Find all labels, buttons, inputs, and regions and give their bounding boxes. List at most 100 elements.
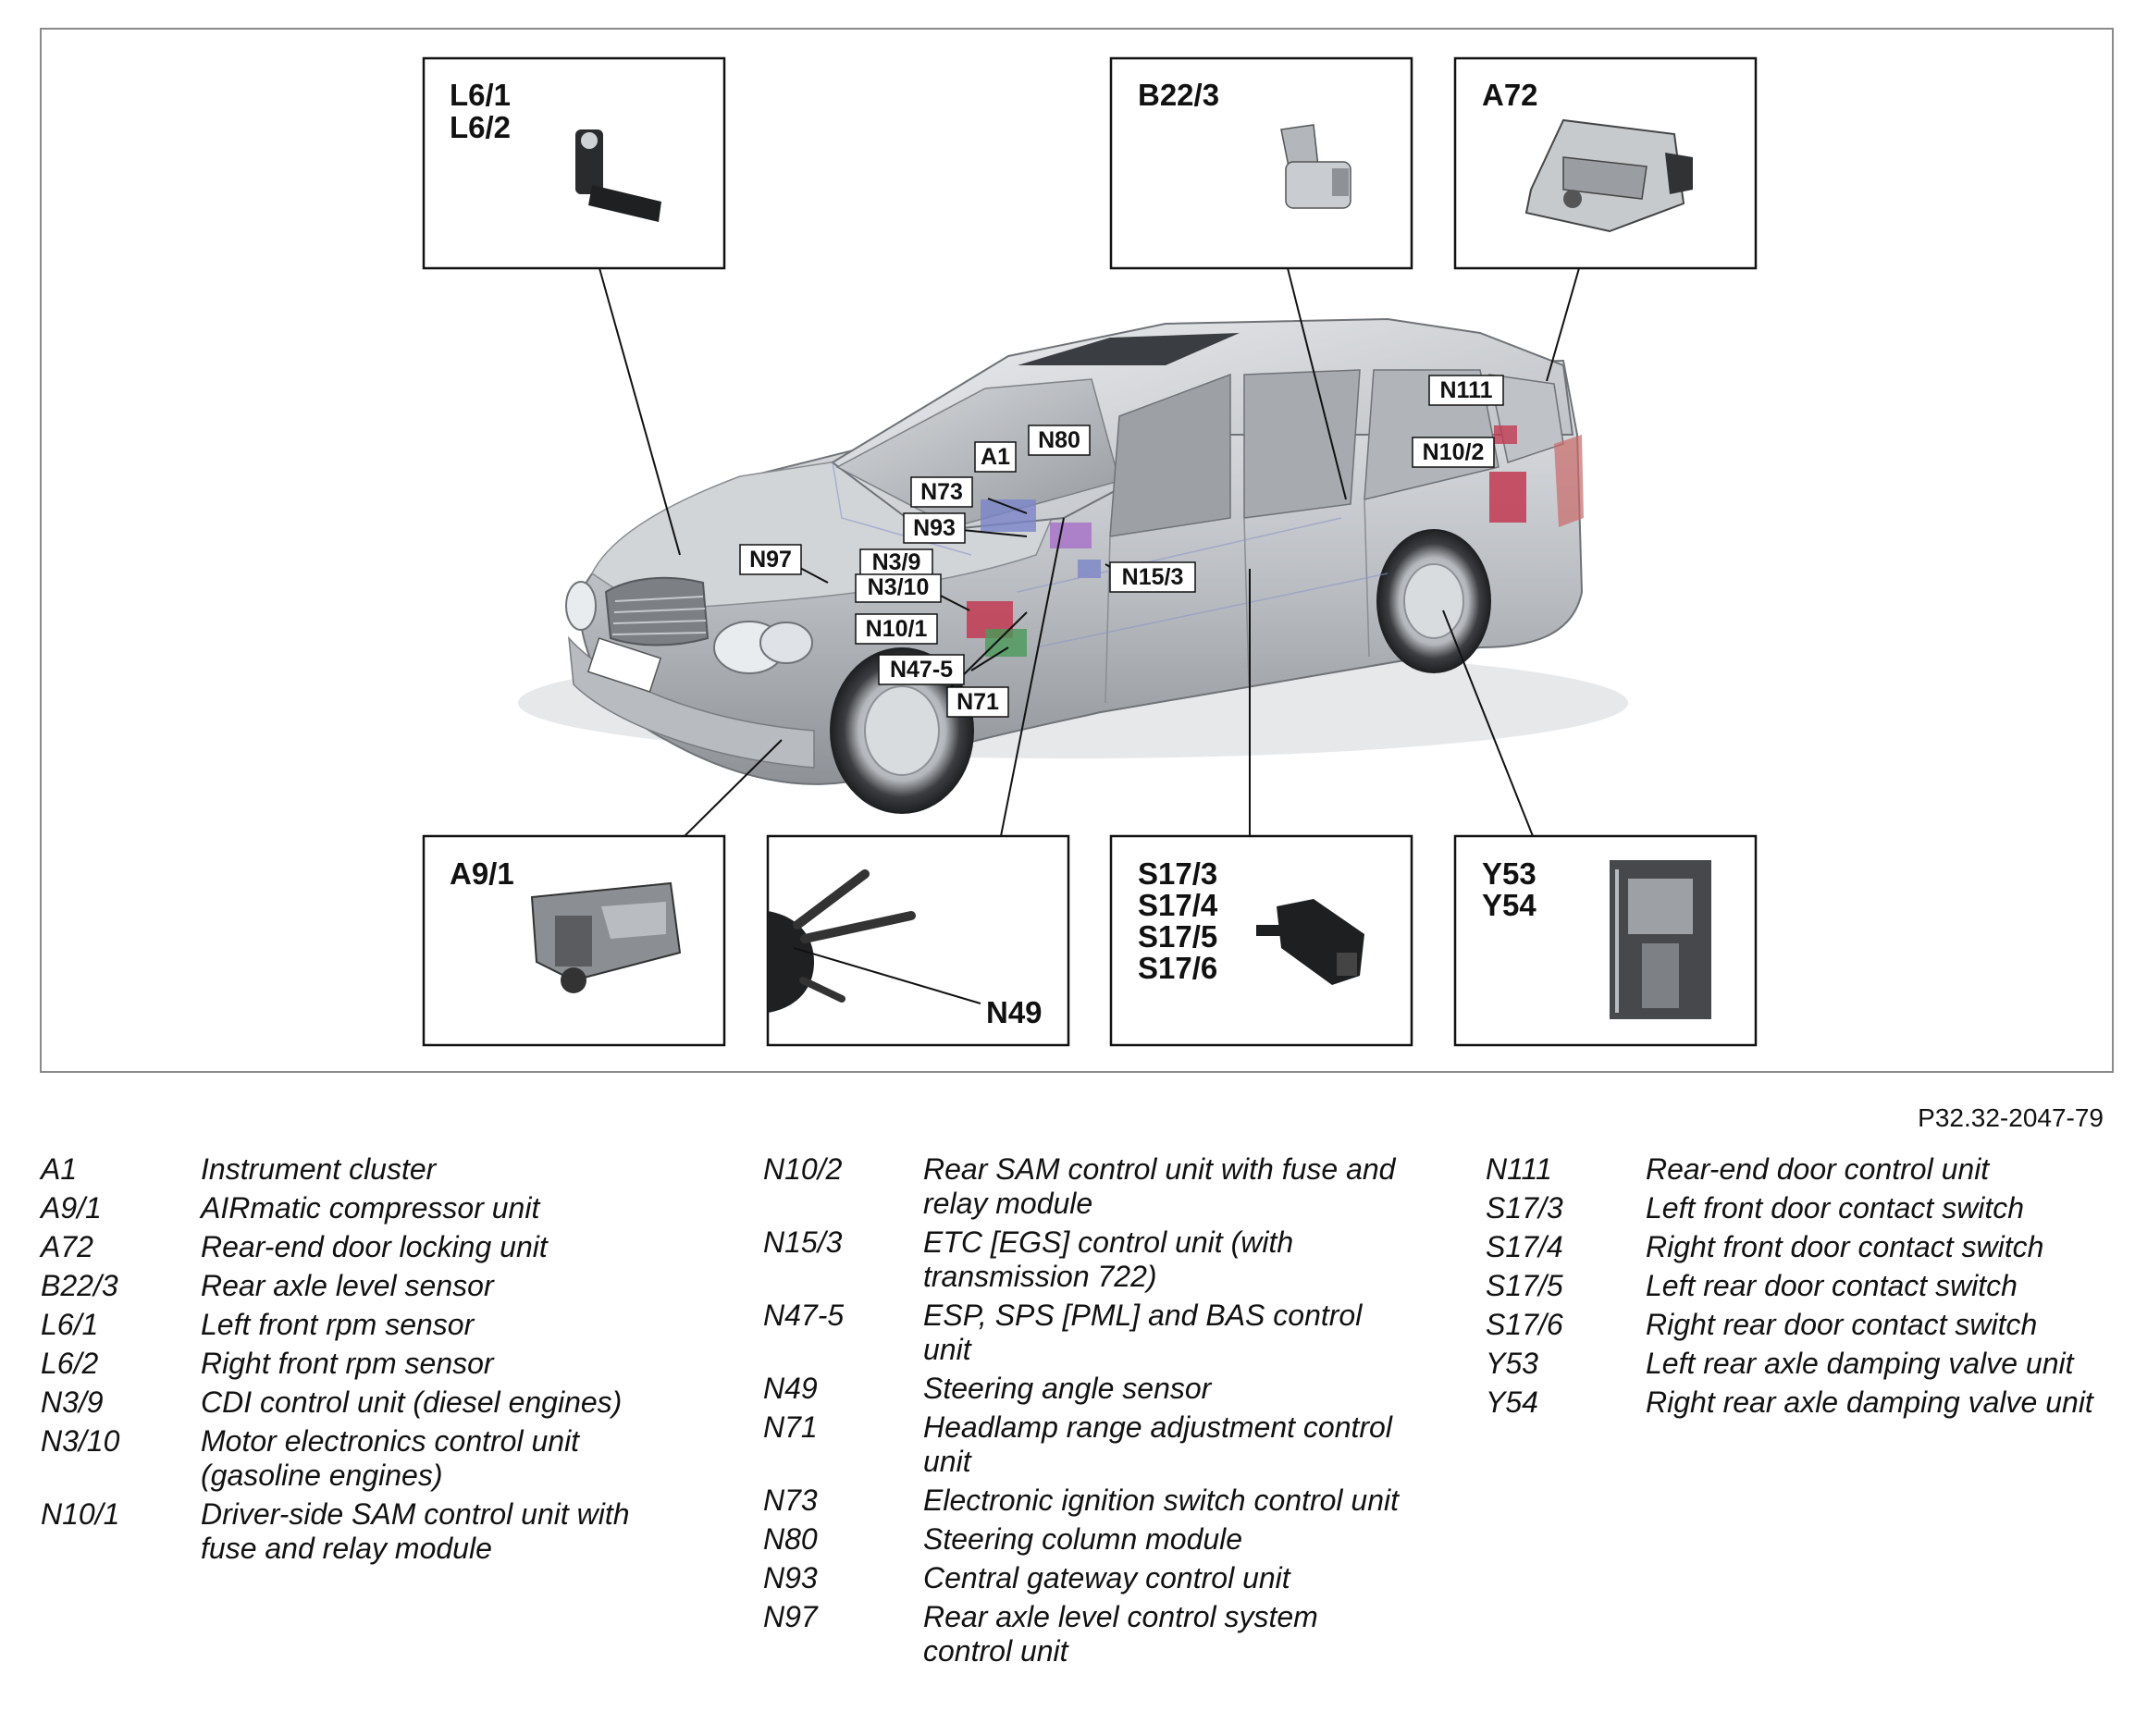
legend-code: N97 bbox=[763, 1600, 818, 1633]
legend-description: Left rear axle damping valve unit bbox=[1646, 1347, 2074, 1380]
car-tag: N15/3 bbox=[1109, 561, 1196, 593]
legend-row: S17/6 Right rear door contact switch bbox=[1486, 1308, 2115, 1342]
legend-description: ETC [EGS] control unit (with transmissio… bbox=[923, 1225, 1294, 1293]
legend-description: Left front door contact switch bbox=[1646, 1191, 2025, 1225]
car-tag-box bbox=[1412, 437, 1495, 468]
legend-description: Rear axle level sensor bbox=[201, 1269, 494, 1302]
legend-description: Motor electronics control unit (gasoline… bbox=[201, 1424, 580, 1492]
legend-description: Right front rpm sensor bbox=[201, 1347, 494, 1380]
car-tag-label: N47-5 bbox=[890, 657, 953, 683]
car-tag-label: A1 bbox=[981, 444, 1010, 470]
level-sensor-icon bbox=[1280, 124, 1351, 209]
legend-code: L6/1 bbox=[41, 1308, 99, 1341]
legend-description: Central gateway control unit bbox=[923, 1561, 1290, 1594]
car-tag: A1 bbox=[974, 441, 1017, 473]
legend-row: N71 Headlamp range adjustment control uni… bbox=[763, 1410, 1411, 1479]
inset-label-line: A72 bbox=[1482, 78, 1538, 112]
inset-label-line: S17/6 bbox=[1138, 951, 1217, 985]
inset-level-sensor: B22/3 bbox=[1109, 56, 1413, 270]
rpm-sensor-icon bbox=[575, 129, 661, 222]
legend-row: Y53 Left rear axle damping valve unit bbox=[1486, 1347, 2115, 1381]
leader-lines bbox=[599, 267, 1580, 837]
inset-label-line: Y53 bbox=[1482, 856, 1536, 891]
car-tag-label: N111 bbox=[1439, 377, 1492, 403]
car-tag-box bbox=[910, 476, 973, 508]
car-tag: N111 bbox=[1428, 375, 1504, 406]
legend-description: Right front door contact switch bbox=[1646, 1230, 2044, 1263]
inset-label-line: L6/2 bbox=[450, 110, 511, 144]
legend-code: S17/6 bbox=[1486, 1308, 1563, 1341]
inset-label-line: S17/4 bbox=[1138, 888, 1218, 922]
car-tag-box bbox=[878, 654, 965, 685]
damping-valve-icon bbox=[1610, 860, 1711, 1019]
legend-description: AIRmatic compressor unit bbox=[201, 1191, 540, 1225]
legend-code: A1 bbox=[41, 1152, 78, 1186]
inset-label-line: B22/3 bbox=[1138, 78, 1219, 112]
car-tag-label: N10/2 bbox=[1423, 439, 1485, 465]
car-tag: N97 bbox=[739, 544, 802, 575]
car-tag-label: N73 bbox=[920, 479, 963, 505]
inset-label-line: L6/1 bbox=[450, 78, 511, 112]
inset-rpm-sensor: L6/1 L6/2 bbox=[422, 56, 726, 270]
legend-description: CDI control unit (diesel engines) bbox=[201, 1385, 623, 1419]
legend-row: N10/1 Driver-side SAM control unit with f… bbox=[41, 1497, 688, 1566]
legend-code: N93 bbox=[763, 1561, 818, 1594]
legend-description: Rear-end door control unit bbox=[1646, 1152, 1990, 1186]
car-tag-box bbox=[855, 573, 942, 603]
legend-description: Steering angle sensor bbox=[923, 1372, 1212, 1405]
car-tag: N10/1 bbox=[855, 613, 938, 645]
legend-row: B22/3 Rear axle level sensor bbox=[41, 1269, 688, 1303]
legend-code: S17/4 bbox=[1486, 1230, 1563, 1263]
car-tag: N3/10 bbox=[855, 573, 942, 603]
car-tag-box bbox=[903, 512, 966, 544]
legend-description: Rear-end door locking unit bbox=[201, 1230, 548, 1263]
legend-code: N71 bbox=[763, 1410, 818, 1444]
legend-description: Rear SAM control unit with fuse and rela… bbox=[923, 1152, 1396, 1220]
car-tag: N10/2 bbox=[1412, 437, 1495, 468]
legend-code: N3/9 bbox=[41, 1385, 104, 1419]
legend-description: Headlamp range adjustment control unit bbox=[923, 1410, 1392, 1478]
car-tag-box bbox=[1109, 561, 1196, 593]
legend-code: S17/3 bbox=[1486, 1191, 1563, 1225]
car-illustration bbox=[518, 317, 1628, 814]
legend-code: N10/1 bbox=[41, 1497, 120, 1531]
car-tag-label: N15/3 bbox=[1122, 564, 1184, 590]
inset-door-contact: S17/3 S17/4 S17/5 S17/6 bbox=[1109, 834, 1413, 1047]
car-tag-box bbox=[739, 544, 802, 575]
figure-reference: P32.32-2047-79 bbox=[1918, 1103, 2104, 1132]
door-lock-unit-icon bbox=[1524, 118, 1693, 233]
car-tag-label: N80 bbox=[1038, 427, 1080, 453]
inset-door-lock: A72 bbox=[1453, 56, 1758, 270]
legend-description: Left rear door contact switch bbox=[1646, 1269, 2018, 1302]
legend-code: N47-5 bbox=[763, 1299, 845, 1332]
legend-description: Driver-side SAM control unit with fuse a… bbox=[201, 1497, 630, 1565]
inset-label-line: Y54 bbox=[1482, 888, 1536, 922]
car-tag-label: N71 bbox=[956, 689, 999, 715]
legend-description: Steering column module bbox=[923, 1522, 1243, 1556]
legend-code: B22/3 bbox=[41, 1269, 118, 1302]
legend-code: Y53 bbox=[1486, 1347, 1538, 1380]
legend-row: N93 Central gateway control unit bbox=[763, 1561, 1411, 1595]
legend-description: Right rear door contact switch bbox=[1646, 1308, 2038, 1341]
compressor-unit-icon bbox=[530, 881, 682, 993]
car-tag-label: N3/9 bbox=[872, 549, 921, 575]
car-tag: N3/9 bbox=[859, 548, 933, 578]
inset-label-line: N49 bbox=[986, 995, 1043, 1029]
door-contact-switch-icon bbox=[1256, 899, 1364, 985]
legend-code: N80 bbox=[763, 1522, 818, 1556]
